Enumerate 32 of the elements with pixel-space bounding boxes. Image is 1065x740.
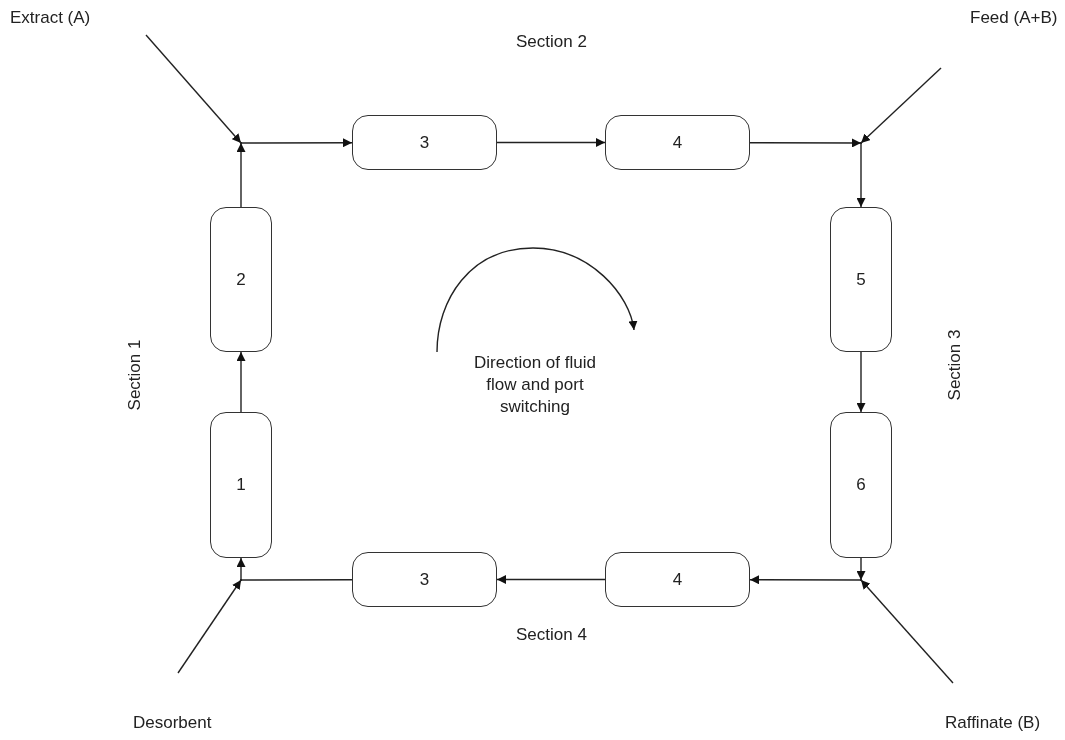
column-box: 3 xyxy=(352,552,497,607)
flow-arrow xyxy=(749,138,862,148)
flow-arrow xyxy=(236,351,246,413)
section-label: Section 3 xyxy=(945,329,966,401)
flow-arrow xyxy=(240,138,353,148)
port-label: Feed (A+B) xyxy=(970,8,1058,28)
port-label: Raffinate (B) xyxy=(945,713,1041,733)
column-box: 3 xyxy=(352,115,497,170)
flow-arrow xyxy=(860,67,942,144)
flow-arrow xyxy=(749,575,862,585)
column-box: 4 xyxy=(605,115,750,170)
flow-arrow xyxy=(145,34,242,144)
flow-arrow xyxy=(860,579,954,684)
flow-arrow xyxy=(496,138,606,147)
flow-arrow xyxy=(856,142,866,208)
flow-arrow xyxy=(177,579,242,674)
section-label: Section 2 xyxy=(516,32,587,52)
column-box: 4 xyxy=(605,552,750,607)
port-label: Extract (A) xyxy=(10,8,91,28)
flow-arrow xyxy=(496,575,606,584)
section-label: Section 4 xyxy=(516,625,587,645)
column-box: 5 xyxy=(830,207,892,352)
column-box: 2 xyxy=(210,207,272,352)
direction-note: Direction of fluid flow and port switching xyxy=(473,352,597,419)
column-box: 1 xyxy=(210,412,272,558)
flow-arrow xyxy=(856,351,866,413)
flow-arrow xyxy=(236,142,246,208)
flow-arrow xyxy=(856,557,866,581)
section-label: Section 1 xyxy=(125,339,146,411)
column-box: 6 xyxy=(830,412,892,558)
port-label: Desorbent xyxy=(133,713,212,733)
flow-arrow xyxy=(236,557,246,581)
